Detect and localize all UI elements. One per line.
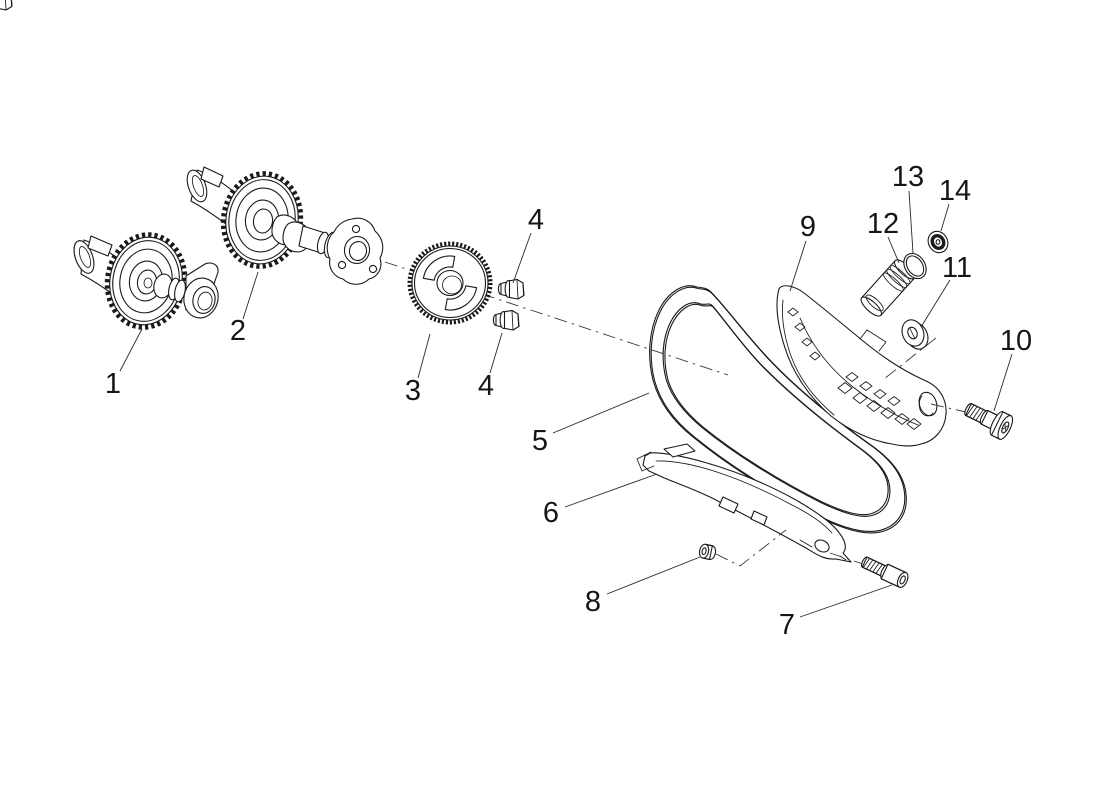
- part-flange-bolt-lower: [492, 309, 520, 331]
- callout-label: 5: [532, 425, 548, 457]
- callout-6: 6: [543, 473, 658, 529]
- callout-label: 8: [585, 586, 601, 618]
- callout-13: 13: [892, 161, 924, 254]
- leader-line: [940, 203, 950, 232]
- callout-label: 3: [405, 375, 421, 407]
- leader-line: [887, 236, 900, 264]
- part-flange-bolt: [0, 0, 13, 11]
- bolt10-alignment-line: [930, 403, 967, 413]
- callout-7: 7: [779, 584, 893, 641]
- part-shoulder-bolt: [964, 402, 1014, 440]
- callout-label: 14: [939, 175, 971, 207]
- part-sealing-washer: [927, 230, 949, 254]
- part-spacer-bush: [698, 543, 717, 561]
- part-chain-slider-shoe: [636, 443, 852, 563]
- leader-line: [920, 279, 951, 328]
- callout-4-lower: 4: [478, 332, 503, 402]
- leader-line: [512, 232, 532, 284]
- callout-8: 8: [585, 556, 701, 618]
- leader-line: [789, 240, 807, 292]
- spacer-alignment-line: [715, 529, 787, 567]
- callout-label: 9: [800, 211, 816, 243]
- part-timing-chain: [649, 285, 907, 534]
- callouts: 1 2 3 4 4 5 6 7: [105, 161, 1032, 641]
- part-camshaft-b: [186, 166, 384, 285]
- callout-1: 1: [105, 328, 143, 400]
- washer11-alignment-line: [883, 337, 937, 380]
- part-socket-head-screw: [861, 556, 909, 588]
- callout-12: 12: [867, 208, 900, 264]
- callout-label: 7: [779, 609, 795, 641]
- callout-label: 13: [892, 161, 924, 193]
- callout-9: 9: [789, 211, 816, 292]
- callout-label: 6: [543, 497, 559, 529]
- leader-line: [489, 332, 503, 374]
- leader-line: [993, 353, 1013, 412]
- leader-line: [552, 392, 650, 434]
- leader-line: [908, 190, 914, 254]
- leader-line: [242, 271, 259, 320]
- callout-14: 14: [939, 175, 971, 232]
- leader-line: [417, 333, 431, 379]
- callout-label: 4: [528, 204, 544, 236]
- leader-line: [564, 473, 658, 508]
- callout-3: 3: [405, 333, 431, 407]
- screw7-alignment-line: [829, 552, 867, 566]
- callout-label: 12: [867, 208, 899, 240]
- callout-label: 11: [942, 252, 972, 284]
- callout-label: 2: [230, 315, 246, 347]
- callout-11: 11: [920, 252, 972, 328]
- callout-2: 2: [230, 271, 259, 347]
- part-camshaft-a: [73, 232, 219, 330]
- callout-label: 10: [1000, 325, 1032, 357]
- part-o-ring: [903, 252, 927, 280]
- callout-label: 4: [478, 370, 494, 402]
- part-chain-guide-shoe: [776, 285, 947, 447]
- callout-5: 5: [532, 392, 650, 457]
- callout-label: 1: [105, 368, 121, 400]
- leader-line: [799, 584, 893, 618]
- leader-line: [119, 328, 143, 372]
- leader-line: [606, 556, 701, 595]
- part-cam-sprocket: [407, 241, 493, 325]
- callout-10: 10: [993, 325, 1032, 412]
- part-flange-bolt-upper: [497, 278, 525, 300]
- part-tensioner-piston: [860, 259, 916, 317]
- part-washer-bush: [901, 319, 929, 350]
- callout-4-upper: 4: [512, 204, 544, 284]
